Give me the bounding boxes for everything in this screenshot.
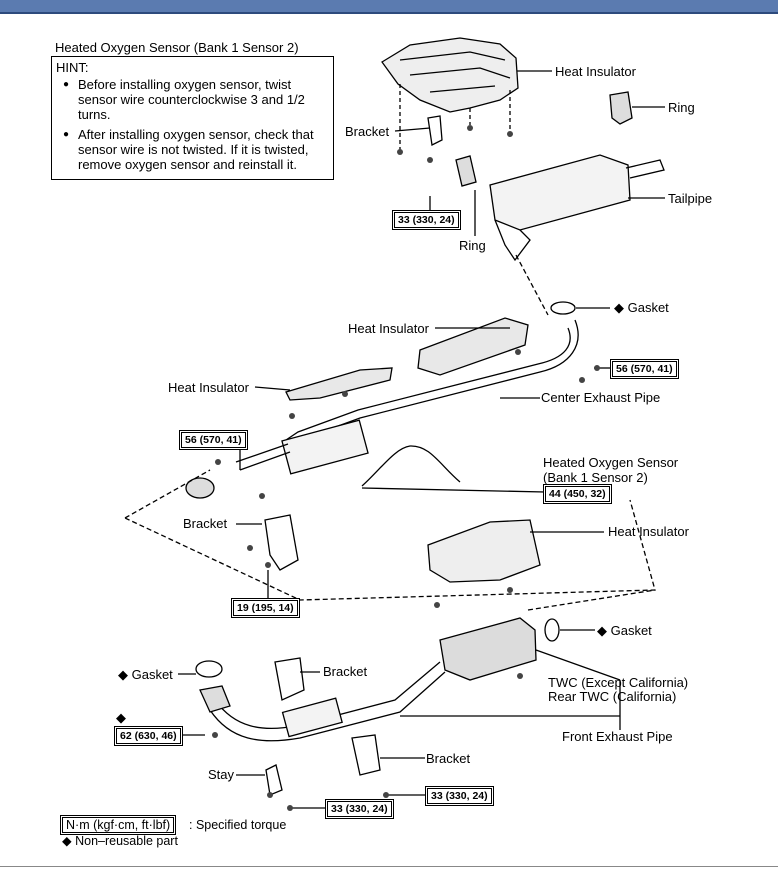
torque-spec: 33 (330, 24) — [427, 788, 492, 804]
bolt — [507, 131, 513, 137]
bolt — [517, 673, 523, 679]
label-heat-insulator-top: Heat Insulator — [555, 64, 636, 79]
bolt — [515, 349, 521, 355]
label-bracket-top: Bracket — [345, 124, 390, 139]
torque-spec: 33 (330, 24) — [394, 212, 459, 228]
legend-nonreusable: ◆ Non–reusable part — [62, 834, 178, 848]
label-twc-line1: TWC (Except California) — [548, 675, 689, 690]
bracket-mid-shape — [264, 514, 299, 571]
label-ho2s-line1: Heated Oxygen Sensor — [543, 455, 679, 470]
gasket-right-shape — [544, 618, 560, 642]
hint-title: Heated Oxygen Sensor (Bank 1 Sensor 2) — [55, 40, 299, 55]
bolt — [579, 377, 585, 383]
bottom-divider — [0, 866, 778, 867]
label-front-exhaust-pipe: Front Exhaust Pipe — [562, 729, 673, 744]
ring-mid-shape — [455, 155, 477, 187]
label-ho2s-line2: (Bank 1 Sensor 2) — [543, 470, 648, 485]
hint-item: Before installing oxygen sensor, twist s… — [63, 77, 329, 122]
heat-insulator-top-shape — [381, 37, 519, 113]
hint-box: HINT: Before installing oxygen sensor, t… — [51, 56, 334, 180]
label-ring-mid: Ring — [459, 238, 486, 253]
label-heat-insulator-lower: Heat Insulator — [608, 524, 689, 539]
heat-insulator-lower-shape — [427, 519, 541, 583]
torque-spec: 56 (570, 41) — [181, 432, 246, 448]
bolt — [247, 545, 253, 551]
tailpipe-muffler-shape — [489, 154, 631, 231]
label-stay: Stay — [208, 767, 235, 782]
bolt — [267, 792, 273, 798]
label-diamond-mark: ◆ — [116, 710, 126, 725]
bolt — [383, 792, 389, 798]
bolt — [594, 365, 600, 371]
stay-shape — [265, 764, 283, 796]
bolt — [507, 587, 513, 593]
bracket-top-shape — [427, 115, 443, 146]
bolt — [287, 805, 293, 811]
bolt — [342, 391, 348, 397]
gasket-left-shape — [195, 660, 223, 678]
label-gasket-mid: ◆ Gasket — [614, 300, 669, 315]
bolt — [215, 459, 221, 465]
hint-item: After installing oxygen sensor, check th… — [63, 127, 329, 172]
label-twc-line2: Rear TWC (California) — [548, 689, 677, 704]
bolt — [259, 493, 265, 499]
heat-insulator-left-shape — [285, 367, 393, 401]
gasket-mid-shape — [550, 301, 576, 315]
bolt — [397, 149, 403, 155]
label-heat-insulator-left: Heat Insulator — [168, 380, 249, 395]
heat-insulator-mid-shape — [417, 317, 529, 376]
legend-unit-box: N·m (kgf·cm, ft·lbf) — [62, 817, 175, 833]
bolt — [427, 157, 433, 163]
bolt — [434, 602, 440, 608]
label-bracket-lower: Bracket — [323, 664, 368, 679]
ring-top-shape — [609, 91, 633, 125]
flange-left-shape — [199, 685, 231, 713]
label-heat-insulator-mid: Heat Insulator — [348, 321, 429, 336]
label-gasket-left: ◆ Gasket — [118, 667, 173, 682]
bolt — [289, 413, 295, 419]
hint-label: HINT: — [56, 60, 89, 75]
torque-spec: 62 (630, 46) — [116, 728, 181, 744]
label-bracket-bottom: Bracket — [426, 751, 471, 766]
torque-spec: 56 (570, 41) — [612, 361, 677, 377]
label-center-exhaust-pipe: Center Exhaust Pipe — [541, 390, 661, 405]
label-gasket-right: ◆ Gasket — [597, 623, 652, 638]
title-bar — [0, 0, 778, 14]
label-bracket-mid: Bracket — [183, 516, 228, 531]
bracket-lower-shape — [274, 657, 305, 701]
torque-spec: 33 (330, 24) — [327, 801, 392, 817]
oxygen-sensor-wire — [361, 445, 461, 487]
center-exhaust-pipe-shape — [285, 319, 579, 449]
hint-list: Before installing oxygen sensor, twist s… — [56, 77, 329, 172]
label-tailpipe: Tailpipe — [668, 191, 713, 206]
legend-unit-text: : Specified torque — [189, 818, 287, 832]
twc-shape — [439, 617, 537, 681]
bolt — [467, 125, 473, 131]
bolt — [265, 562, 271, 568]
torque-spec: 19 (195, 14) — [233, 600, 298, 616]
label-ring-top: Ring — [668, 100, 695, 115]
bracket-bottom-shape — [351, 734, 381, 776]
torque-spec: 44 (450, 32) — [545, 486, 610, 502]
bolt — [212, 732, 218, 738]
